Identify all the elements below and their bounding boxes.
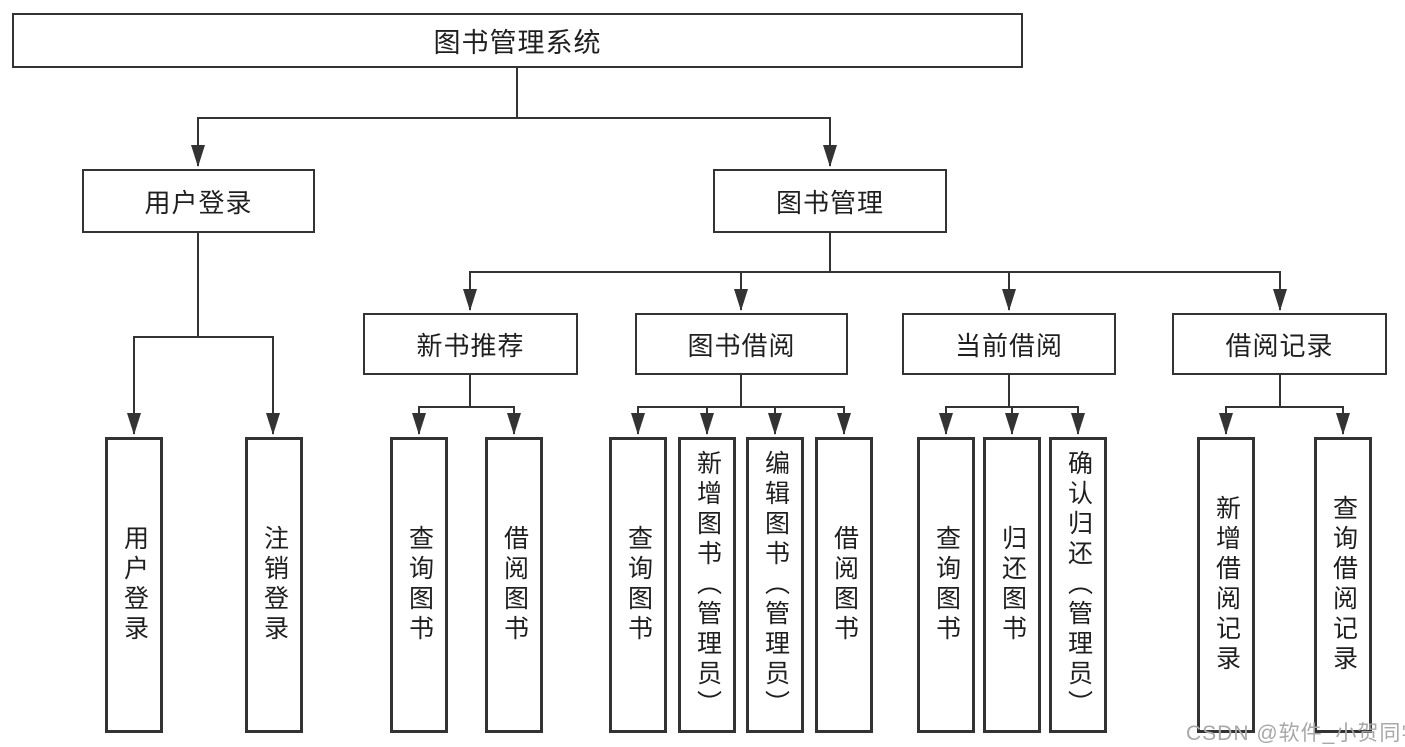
node-root-system: 图书管理系统 (12, 13, 1023, 68)
leaf-borrow-books: 借阅图书 (815, 437, 873, 733)
leaf-query-borrow-record: 查询借阅记录 (1314, 437, 1372, 733)
edge-group-current-borrow-to-leaves (939, 375, 1085, 435)
node-borrowing-records: 借阅记录 (1172, 313, 1387, 375)
leaf-return-books: 归还图书 (983, 437, 1041, 733)
leaf-add-borrow-record: 新增借阅记录 (1197, 437, 1255, 733)
node-user-login: 用户登录 (82, 169, 315, 233)
node-book-borrowing: 图书借阅 (635, 313, 848, 375)
csdn-watermark: CSDN @软件_小贺同学 (1186, 722, 1405, 745)
leaf-confirm-return-admin: 确认归还（管理员） (1049, 437, 1107, 733)
leaf-user-login: 用户登录 (105, 437, 163, 733)
leaf-add-books-admin: 新增图书（管理员） (678, 437, 736, 733)
edge-group-user-login-to-leaves (127, 233, 280, 435)
leaf-edit-books-admin: 编辑图书（管理员） (746, 437, 804, 733)
leaf-logout: 注销登录 (245, 437, 303, 733)
edge-group-book-borrow-to-leaves (631, 375, 851, 435)
leaf-query-books-recommend: 查询图书 (390, 437, 448, 733)
edge-group-book-mgmt-to-level3 (463, 233, 1287, 311)
leaf-query-books-borrowing: 查询图书 (609, 437, 667, 733)
node-book-management: 图书管理 (713, 169, 947, 233)
leaf-borrow-books-recommend: 借阅图书 (485, 437, 543, 733)
node-current-borrowing: 当前借阅 (902, 313, 1116, 375)
edge-group-root-to-level2 (191, 68, 837, 167)
leaf-query-books-current: 查询图书 (917, 437, 975, 733)
edge-group-borrow-record-to-leaves (1219, 375, 1350, 435)
edge-group-new-book-rec-to-leaves (412, 375, 521, 435)
node-new-book-recommend: 新书推荐 (363, 313, 578, 375)
